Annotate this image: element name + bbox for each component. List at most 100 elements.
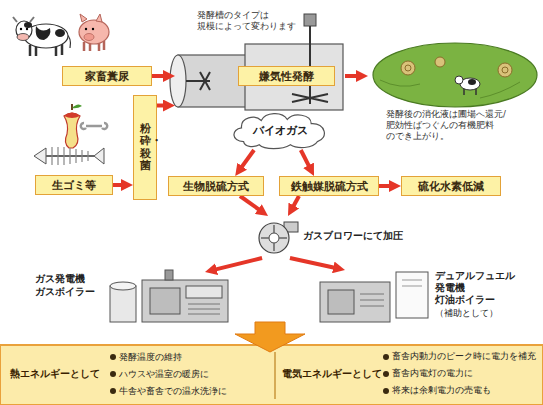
field-illustration xyxy=(380,80,520,98)
bullet-text: 牛舎や畜舎での温水洗浄に xyxy=(119,385,227,398)
process-box: 生物脱硫方式 xyxy=(168,176,264,196)
blower-illustration xyxy=(259,222,298,253)
field-illustration xyxy=(455,76,463,84)
field-illustration xyxy=(401,61,415,75)
cow-illustration xyxy=(17,34,29,41)
flow-arrow xyxy=(211,258,262,271)
dual-fuel-generator-illustration xyxy=(320,282,390,322)
flow-arrow xyxy=(239,150,254,171)
biogas-cloud: バイオガス xyxy=(228,110,332,150)
food-waste-illustration xyxy=(64,113,80,148)
cloud-outline xyxy=(234,114,324,149)
field-illustration xyxy=(373,43,537,107)
section-title: 熱エネルギーとして xyxy=(10,367,100,381)
food-waste-illustration xyxy=(81,123,107,129)
input-box: 家畜糞尿 xyxy=(62,66,152,86)
gas-generator-illustration xyxy=(110,286,136,322)
blower-illustration xyxy=(261,225,287,251)
heat-energy: 熱エネルギーとして 発酵温度の維持ハウスや温室の暖房に牛舎や畜舎での温水洗浄に xyxy=(4,347,272,403)
bullet-text: 畜舎内動力のピーク時に電力を補充 xyxy=(392,351,536,363)
gas-generator: ガス発電機 ガスボイラー xyxy=(30,272,230,328)
flow-arrow xyxy=(157,104,169,108)
gas-generator-illustration xyxy=(186,286,222,298)
food-waste-illustration xyxy=(52,147,88,165)
bullet-dot xyxy=(110,388,116,394)
food-waste-illustration xyxy=(72,104,82,108)
cow-illustration xyxy=(26,28,28,30)
flow-arrow xyxy=(345,74,362,78)
dual-fuel-generator-illustration xyxy=(328,290,354,314)
gas-generator-illustration xyxy=(142,280,228,322)
bullet-dot xyxy=(383,371,389,377)
fermenter-illustration xyxy=(292,94,328,102)
box-label: 家畜糞尿 xyxy=(85,69,129,84)
box-label: 硫化水素低減 xyxy=(418,179,484,194)
bullet-dot xyxy=(110,371,116,377)
gas-generator-illustration xyxy=(165,270,173,280)
blower-illustration xyxy=(269,233,279,243)
cloud-label: バイオガス xyxy=(253,123,308,138)
box-label: 生ゴミ等 xyxy=(52,178,96,193)
field-illustration xyxy=(464,89,476,95)
box-label: 鉄触媒脱硫方式 xyxy=(291,179,368,194)
food-waste-illustration xyxy=(64,113,80,119)
blower-illustration xyxy=(259,223,289,253)
bullet-text: 畜舎内電灯の電力に xyxy=(392,368,473,380)
field-illustration xyxy=(502,67,508,73)
cow-illustration xyxy=(13,17,71,56)
pig-illustration xyxy=(79,14,109,51)
flow-arrow xyxy=(301,150,311,171)
equipment-note: （補助として） xyxy=(435,307,519,319)
flow-arrow xyxy=(291,196,299,211)
bullet-dot xyxy=(383,388,389,394)
cow-illustration xyxy=(20,28,22,30)
bullet-dot xyxy=(383,354,389,360)
pig-illustration xyxy=(79,20,109,44)
field-illustration xyxy=(373,43,537,107)
result-panel xyxy=(0,345,543,405)
pig-illustration xyxy=(92,28,94,30)
gas-generator-illustration xyxy=(150,288,180,314)
output-arrow xyxy=(235,322,305,352)
process-box: 鉄触媒脱硫方式 xyxy=(279,176,379,196)
dual-fuel-generator-illustration xyxy=(360,294,384,306)
field-illustration xyxy=(498,63,512,77)
input-box: 生ゴミ等 xyxy=(35,175,113,195)
dual-fuel-generator-illustration xyxy=(320,272,428,322)
gas-generator-illustration xyxy=(110,270,228,322)
cow-illustration xyxy=(24,22,32,28)
dual-fuel-generator: デュアルフュエル 発電機 灯油ボイラー（補助として） xyxy=(318,270,518,332)
pig-illustration xyxy=(85,28,87,30)
note-text: 発酵後の消化液は圃場へ還元/ 肥効性ばつぐんの有機肥料 のでき上がり。 xyxy=(386,109,536,142)
fermenter-illustration xyxy=(309,26,311,104)
box-label: 粉砕・殺菌 xyxy=(140,123,151,171)
food-waste-illustration xyxy=(34,148,46,164)
section-title: 電気エネルギーとして xyxy=(282,367,382,381)
blower-label: ガスブロワーにて加圧 xyxy=(303,230,403,243)
cow-illustration xyxy=(55,29,65,37)
field-illustration xyxy=(468,79,476,85)
fermenter-illustration xyxy=(304,14,316,26)
blower: ガスブロワーにて加圧 xyxy=(255,216,405,258)
food-waste-illustration xyxy=(34,104,107,165)
equipment-label: ガス発電機 ガスボイラー xyxy=(35,272,107,298)
dual-fuel-generator-illustration xyxy=(402,280,422,286)
flow-arrow xyxy=(152,74,169,78)
note-text: 発酵槽のタイプは 規模によって変わります xyxy=(197,10,297,32)
bullet-text: 将来は余剰電力の売電も xyxy=(392,385,491,397)
flow-arrow xyxy=(379,184,395,188)
pig-illustration xyxy=(84,34,94,41)
dual-fuel-generator-illustration xyxy=(396,272,428,318)
fermenter-illustration xyxy=(186,72,210,90)
box-label: 生物脱硫方式 xyxy=(183,179,249,194)
bullet-text: ハウスや温室の暖房に xyxy=(119,368,209,381)
bullet-text: 発酵温度の維持 xyxy=(119,351,182,364)
fermenter: 発酵槽のタイプは 規模によって変わります嫌気性発酵 xyxy=(175,8,345,112)
field: 発酵後の消化液は圃場へ還元/ 肥効性ばつぐんの有機肥料 のでき上がり。 xyxy=(368,35,541,152)
field-illustration xyxy=(435,57,445,67)
panel-divider xyxy=(274,352,276,399)
electric-energy: 電気エネルギーとして畜舎内動力のピーク時に電力を補充畜舎内電灯の電力に将来は余剰… xyxy=(278,347,540,403)
process-box: 嫌気性発酵 xyxy=(238,66,335,86)
